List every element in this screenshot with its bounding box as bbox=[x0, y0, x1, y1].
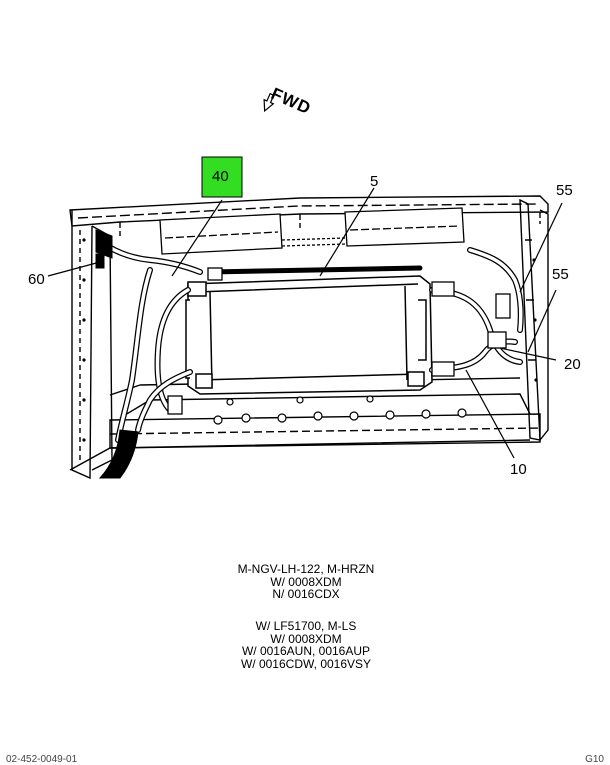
callout-55-top: 55 bbox=[556, 182, 573, 199]
callout-40: 40 bbox=[212, 168, 229, 185]
frame-structure bbox=[69, 195, 549, 480]
callout-highlight-box bbox=[201, 156, 243, 198]
callout-60: 60 bbox=[28, 271, 45, 288]
connectors bbox=[167, 267, 511, 415]
note-line: W/ 0016CDW, 0016VSY bbox=[240, 656, 372, 671]
notes-group-1: M-NGV-LH-122, M-HRZN W/ 0008XDM N/ 0016C… bbox=[190, 563, 422, 601]
canister bbox=[185, 275, 433, 395]
note-line: W/ 0016AUN, 0016AUP bbox=[241, 644, 371, 658]
footer-right: G10 bbox=[585, 754, 604, 765]
frame-rivets bbox=[82, 238, 538, 442]
forward-arrow-icon bbox=[263, 92, 275, 113]
mounting-brackets bbox=[159, 207, 465, 255]
floor-holes bbox=[213, 395, 467, 425]
note-line: M-NGV-LH-122, M-HRZN bbox=[237, 562, 375, 576]
note-line: W/ LF51700, M-LS bbox=[255, 619, 357, 633]
notes-group-2: W/ LF51700, M-LS W/ 0008XDM W/ 0016AUN, … bbox=[190, 620, 422, 670]
footer-left: 02-452-0049-01 bbox=[6, 754, 78, 765]
lower-harness bbox=[95, 229, 139, 479]
note-line: N/ 0016CDX bbox=[272, 587, 340, 601]
note-line: W/ 0008XDM bbox=[270, 574, 342, 589]
callout-20: 20 bbox=[564, 356, 581, 373]
callout-10: 10 bbox=[510, 461, 527, 478]
note-line: W/ 0008XDM bbox=[270, 631, 342, 646]
callout-5: 5 bbox=[370, 173, 379, 190]
leader-lines bbox=[47, 187, 563, 459]
callout-55-mid: 55 bbox=[552, 266, 569, 283]
